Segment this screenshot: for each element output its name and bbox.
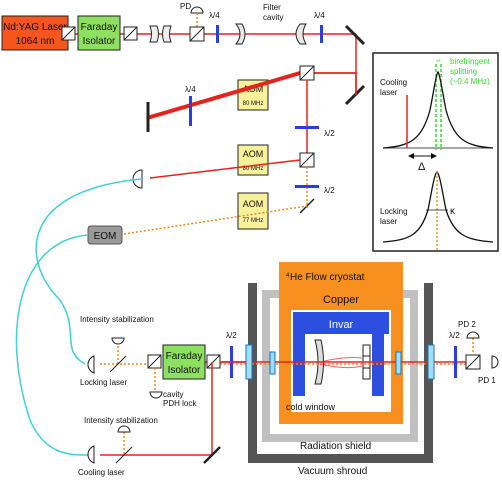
qwp1-label: λ/4 bbox=[209, 11, 220, 20]
eom-label: EOM bbox=[94, 231, 117, 242]
aom3-name: AOM bbox=[243, 199, 264, 209]
laser-label-line2: 1064 nm bbox=[16, 36, 55, 47]
aom3-freq: 77 MHz bbox=[243, 218, 264, 224]
aom-2: AOM 80 MHz bbox=[237, 144, 269, 176]
aom1-double-pass-beam bbox=[146, 71, 301, 120]
faraday-bottom-line1: Faraday bbox=[166, 351, 203, 362]
half-wave-plate-4 bbox=[454, 346, 457, 378]
quarter-wave-plate-1 bbox=[216, 25, 219, 43]
faraday-top-line2: Isolator bbox=[83, 36, 116, 47]
svg-text:**: ** bbox=[436, 60, 441, 66]
invar-block bbox=[293, 312, 389, 396]
beam-to-eom bbox=[123, 205, 308, 235]
pd1-label: PD 1 bbox=[478, 376, 496, 385]
hwp4-label: λ/2 bbox=[449, 331, 460, 340]
inset-cooling-2: laser bbox=[380, 88, 398, 97]
radiation-shield bbox=[262, 290, 418, 442]
copper-label: Copper bbox=[323, 294, 359, 306]
beam-to-aom1 bbox=[314, 72, 357, 95]
pickoff-locking bbox=[109, 355, 127, 373]
locking-laser-coupler bbox=[87, 355, 95, 374]
aom-3: AOM 77 MHz bbox=[237, 192, 269, 230]
mirror-top-right bbox=[344, 24, 366, 46]
windows bbox=[245, 344, 435, 380]
lens-pair-top bbox=[149, 25, 172, 43]
quarter-wave-plate-3 bbox=[189, 96, 192, 126]
copper-block bbox=[279, 262, 403, 424]
radiation-shield-label: Radiation shield bbox=[300, 441, 371, 452]
pd1-icon bbox=[491, 355, 499, 369]
filter-cavity-label-2: cavity bbox=[263, 13, 283, 22]
faraday-isolator-top: Faraday Isolator bbox=[61, 15, 138, 51]
fiber-locking bbox=[35, 178, 143, 365]
pd-top-label: PD bbox=[180, 2, 191, 11]
cryostat-title: He Flow cryostat bbox=[290, 272, 365, 283]
half-wave-plate-2 bbox=[295, 185, 319, 188]
faraday-top-line1: Faraday bbox=[81, 22, 118, 33]
inset-birefringent-3: (~0.4 MHz) bbox=[450, 77, 490, 86]
cavity-pdh-label-1: cavity bbox=[163, 390, 183, 399]
aom2-freq: 80 MHz bbox=[243, 166, 264, 172]
half-wave-plate-1 bbox=[295, 126, 319, 129]
pd2-label: PD 2 bbox=[458, 320, 476, 329]
cavity-pdh-label-2: PDH lock bbox=[163, 399, 197, 408]
pbs-aom1 bbox=[299, 65, 315, 81]
hwp2-label: λ/2 bbox=[324, 186, 335, 195]
pbs-right bbox=[465, 354, 481, 370]
pd-intensity-cooling bbox=[117, 425, 131, 433]
aom1-freq: 80 MHz bbox=[243, 101, 264, 107]
intensity-stab-label-1: Intensity stabilization bbox=[80, 315, 154, 324]
filter-cavity-label-1: Filter bbox=[263, 3, 281, 12]
vacuum-shroud-label: Vacuum shroud bbox=[298, 466, 367, 477]
cooling-laser-coupler bbox=[87, 445, 95, 464]
aom1-name: AOM bbox=[243, 84, 264, 94]
fiber-cooling bbox=[15, 234, 89, 456]
inset-locking-2: laser bbox=[380, 217, 398, 226]
inset-delta: Δ bbox=[418, 161, 426, 173]
inset-birefringent-2: splitting bbox=[450, 67, 477, 76]
invar-label: Invar bbox=[329, 319, 354, 331]
mirror-right-lower bbox=[344, 84, 366, 106]
pd-intensity-locking bbox=[111, 337, 125, 345]
inset-locking-1: Locking bbox=[380, 207, 408, 216]
inset-kappa: κ bbox=[450, 206, 456, 217]
inset-birefringent-1: birefringent bbox=[450, 57, 491, 66]
faraday-bottom-line2: Isolator bbox=[168, 365, 201, 376]
hwp1-label: λ/2 bbox=[324, 129, 335, 138]
spectrum-inset: ** birefringent splitting (~0.4 MHz) Coo… bbox=[372, 52, 499, 252]
intensity-stab-label-2: Intensity stabilization bbox=[84, 416, 158, 425]
pickoff-cooling bbox=[115, 446, 133, 464]
pbs-aom2 bbox=[299, 152, 315, 168]
faraday-isolator-bottom: Faraday Isolator bbox=[147, 344, 221, 380]
pd-cavity-pdh-icon bbox=[149, 391, 163, 399]
laser-label-line1: Nd:YAG Laser bbox=[3, 22, 67, 33]
nd-yag-laser: Nd:YAG Laser 1064 nm bbox=[1, 15, 69, 51]
pd-top-assembly: PD bbox=[180, 2, 205, 42]
hwp3-label: λ/2 bbox=[226, 331, 237, 340]
inset-cooling-1: Cooling bbox=[380, 78, 407, 87]
eom: EOM bbox=[87, 225, 123, 245]
quarter-wave-plate-2 bbox=[320, 25, 323, 43]
beam-to-fiber-locking bbox=[149, 159, 301, 179]
pd2-icon bbox=[466, 331, 480, 339]
locking-laser-label: Locking laser bbox=[80, 378, 127, 387]
cooling-laser-label: Cooling laser bbox=[78, 468, 125, 477]
qwp3-label: λ/4 bbox=[185, 85, 196, 94]
qwp2-label: λ/4 bbox=[314, 11, 325, 20]
cold-window-label: cold window bbox=[286, 402, 336, 412]
filter-cavity bbox=[234, 23, 307, 45]
aom2-name: AOM bbox=[243, 149, 264, 159]
mirror-cooling bbox=[203, 446, 221, 464]
inset-cavity-resonance bbox=[382, 71, 494, 149]
cryostat-title-sup: 4 bbox=[286, 273, 290, 279]
